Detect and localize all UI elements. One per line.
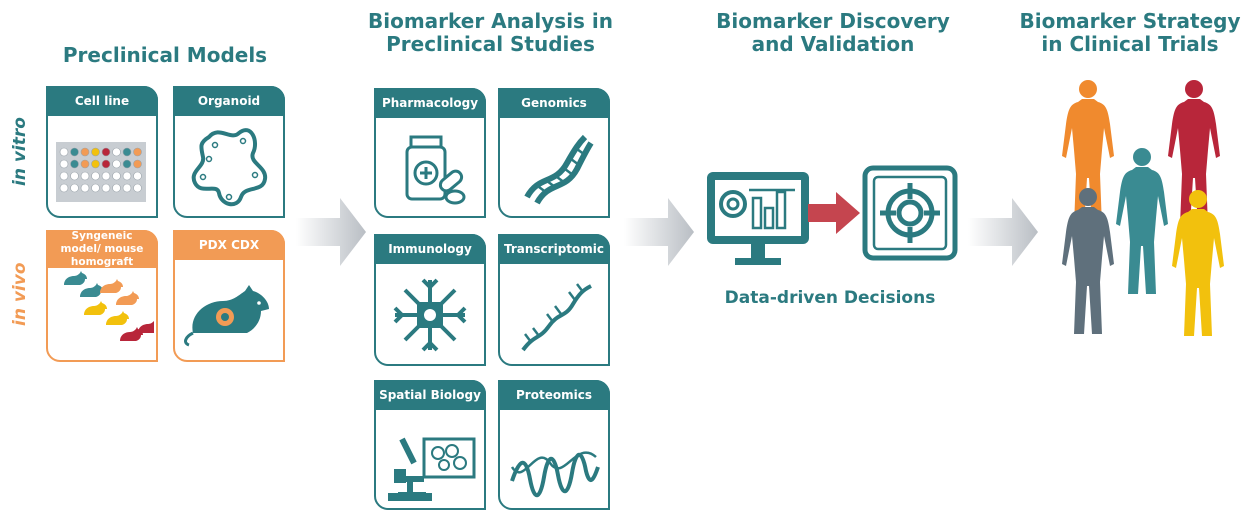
flow-arrow-3 — [968, 192, 1040, 276]
card-immunology-title: Immunology — [374, 234, 486, 264]
card-pharmacology: Pharmacology — [374, 88, 486, 218]
card-spatial-biology: Spatial Biology — [374, 380, 486, 510]
data-driven-decisions-label: Data-driven Decisions — [724, 288, 936, 308]
card-syngeneic-title: Syngeneic model/ mouse homograft — [46, 230, 158, 268]
card-genomics-title: Genomics — [498, 88, 610, 118]
microscope-monitor-icon — [374, 410, 486, 510]
header-biomarker-strategy: Biomarker Strategy in Clinical Trials — [1019, 9, 1241, 56]
side-label-in-vitro: in vitro — [10, 117, 30, 186]
rna-strand-icon — [498, 264, 610, 366]
protein-helix-icon — [498, 410, 610, 510]
pill-bottle-icon — [374, 118, 486, 218]
flow-arrow-1 — [296, 192, 368, 276]
card-spatial-biology-title: Spatial Biology — [374, 380, 486, 410]
card-pdx-title: PDX CDX — [173, 230, 285, 260]
card-proteomics: Proteomics — [498, 380, 610, 510]
immune-cell-icon — [374, 264, 486, 366]
card-genomics: Genomics — [498, 88, 610, 218]
monitor-dashboard-icon — [705, 170, 813, 274]
flow-arrow-2 — [624, 192, 696, 276]
card-organoid: Organoid — [173, 86, 285, 218]
header-biomarker-analysis: Biomarker Analysis in Preclinical Studie… — [367, 9, 614, 56]
organoid-icon — [173, 116, 285, 218]
side-label-in-vivo: in vivo — [10, 262, 30, 326]
well-plate-icon — [46, 116, 158, 218]
mouse-tumor-icon — [173, 260, 285, 362]
card-pdx-cdx: PDX CDX — [173, 230, 285, 362]
card-cell-line-title: Cell line — [46, 86, 158, 116]
header-biomarker-discovery: Biomarker Discovery and Validation — [716, 9, 950, 56]
red-arrow — [808, 190, 862, 240]
mice-group-icon — [46, 268, 158, 362]
dna-helix-icon — [498, 118, 610, 218]
clinical-population-figures — [1062, 80, 1224, 336]
target-icon — [862, 165, 958, 265]
card-organoid-title: Organoid — [173, 86, 285, 116]
human-figure-3 — [1116, 148, 1168, 294]
card-syngeneic-model: Syngeneic model/ mouse homograft — [46, 230, 158, 362]
human-figure-5 — [1172, 190, 1224, 336]
card-pharmacology-title: Pharmacology — [374, 88, 486, 118]
human-figure-4 — [1062, 188, 1114, 334]
header-preclinical-models: Preclinical Models — [62, 43, 268, 67]
card-transcriptomic: Transcriptomic — [498, 234, 610, 366]
card-immunology: Immunology — [374, 234, 486, 366]
card-cell-line: Cell line — [46, 86, 158, 218]
card-proteomics-title: Proteomics — [498, 380, 610, 410]
card-transcriptomic-title: Transcriptomic — [498, 234, 610, 264]
